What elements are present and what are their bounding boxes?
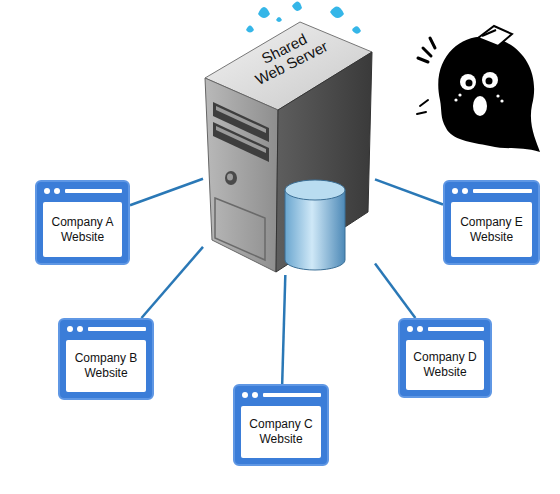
website-label: Company C Website	[246, 417, 316, 447]
connector-line	[375, 264, 415, 318]
website-label: Company B Website	[71, 351, 141, 381]
title-bar	[263, 393, 321, 397]
title-bar	[473, 189, 532, 193]
connector-line	[130, 179, 203, 206]
title-bar	[65, 189, 122, 193]
window-dot	[242, 392, 248, 398]
website-box: Company D Website	[398, 318, 492, 398]
website-box: Company E Website	[443, 180, 540, 265]
window-dot	[44, 188, 50, 194]
window-dot	[67, 326, 73, 332]
website-label: Company E Website	[456, 215, 527, 245]
content-panel: Company B Website	[66, 340, 146, 392]
content-panel: Company D Website	[406, 340, 484, 390]
window-dot	[77, 326, 83, 332]
window-dot	[54, 188, 60, 194]
content-panel: Company A Website	[43, 202, 122, 257]
window-dot	[462, 188, 468, 194]
website-label: Company D Website	[411, 350, 479, 380]
window-dot	[252, 392, 258, 398]
window-dot	[407, 326, 413, 332]
website-label: Company A Website	[48, 215, 117, 245]
window-dot	[452, 188, 458, 194]
connector-line	[375, 179, 443, 204]
connector-line	[282, 275, 285, 384]
title-bar	[428, 327, 484, 331]
website-box: Company A Website	[35, 180, 130, 265]
website-box: Company C Website	[233, 384, 329, 466]
window-dot	[417, 326, 423, 332]
title-bar	[88, 327, 146, 331]
ghost-figure	[417, 26, 540, 152]
content-panel: Company C Website	[241, 406, 321, 458]
content-panel: Company E Website	[451, 202, 532, 257]
connector-line	[141, 247, 203, 318]
website-box: Company B Website	[58, 318, 154, 400]
server-node: Shared Web Server	[203, 20, 375, 275]
